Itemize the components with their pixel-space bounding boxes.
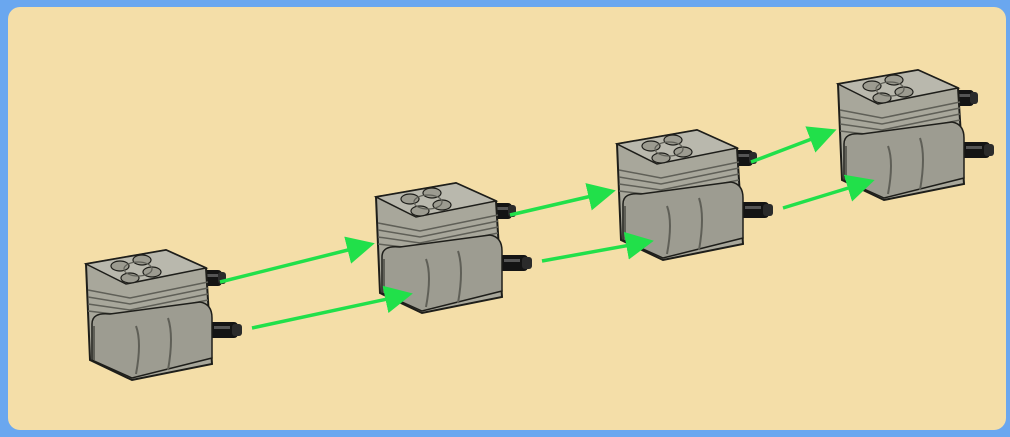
connection-arrow-6: [782, 174, 875, 210]
axle-lower: [960, 142, 994, 158]
connection-arrow-3: [509, 183, 616, 217]
stud: [663, 134, 683, 146]
tech-block-2: [373, 181, 532, 315]
stud: [422, 187, 442, 199]
block-housing: [91, 301, 213, 379]
connection-arrow-1: [219, 236, 375, 284]
stud: [884, 74, 904, 86]
connection-arrow-5: [750, 126, 837, 164]
arrows-layer: [219, 126, 875, 330]
axle-lower: [208, 322, 242, 338]
diagram-panel: [8, 7, 1006, 430]
tech-block-3: [614, 128, 773, 262]
connection-arrow-2: [251, 285, 413, 330]
stud: [110, 260, 130, 272]
stud: [400, 193, 420, 205]
tech-block-1: [83, 248, 242, 382]
tech-block-4: [835, 68, 994, 202]
stud: [862, 80, 882, 92]
connection-diagram: [83, 68, 994, 382]
axle-lower: [739, 202, 773, 218]
blocks-layer: [83, 68, 994, 382]
connection-arrow-4: [541, 231, 654, 263]
stud: [132, 254, 152, 266]
stud: [641, 140, 661, 152]
axle-lower: [498, 255, 532, 271]
